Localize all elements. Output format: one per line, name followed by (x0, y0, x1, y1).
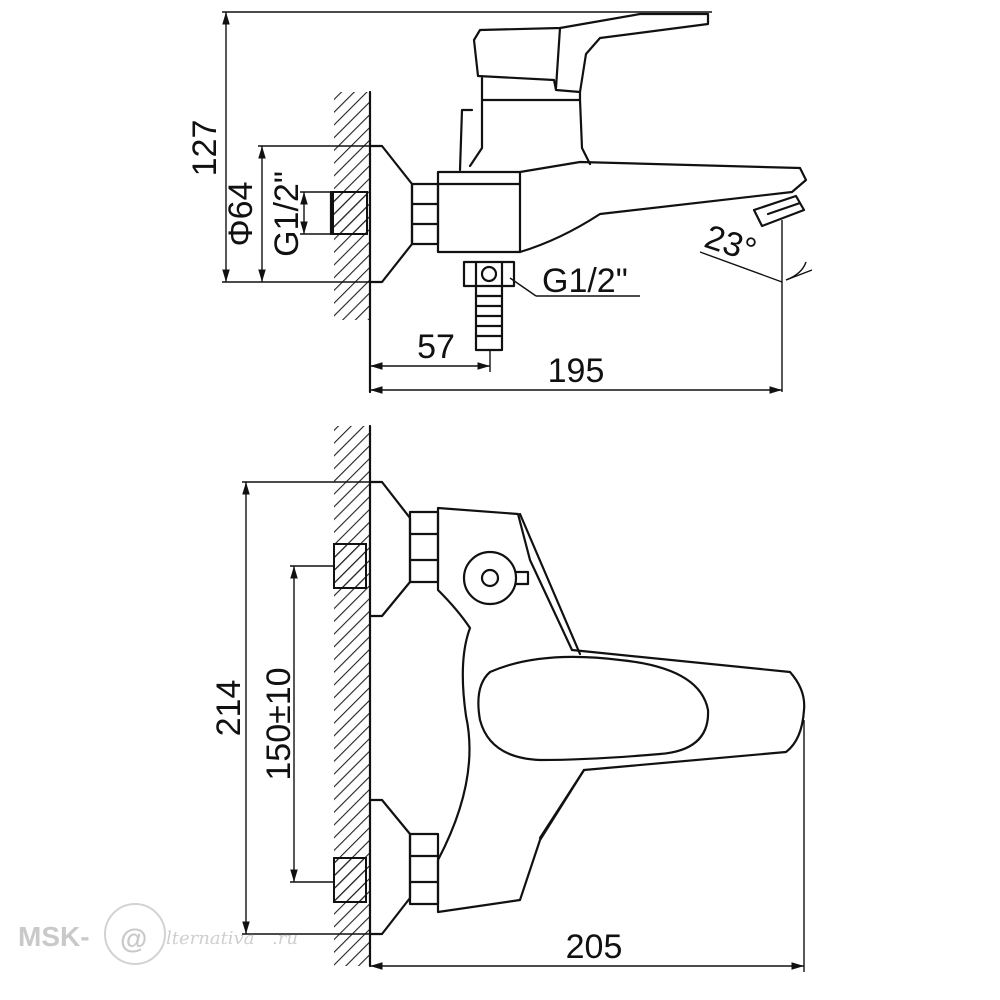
lower-flange (368, 798, 412, 936)
diverter-nut (462, 260, 516, 288)
diverter-knob (462, 550, 518, 606)
mixer-body-top (436, 506, 806, 914)
dim-214: 214 (210, 680, 248, 737)
lower-nut (408, 832, 440, 906)
handle-lever (472, 12, 710, 94)
upper-thread (333, 543, 367, 589)
handle-paddle (477, 655, 710, 762)
dim-thread-inlet: G1/2" (268, 171, 306, 257)
svg-text:.ru: .ru (272, 928, 298, 949)
svg-text:lternativa: lternativa (166, 928, 254, 949)
dim-195: 195 (548, 352, 605, 390)
dim-diam-64: Φ64 (222, 182, 260, 247)
dim-150: 150±10 (260, 667, 298, 780)
dim-57: 57 (417, 328, 455, 366)
upper-nut (408, 510, 440, 584)
svg-text:MSK-: MSK- (18, 921, 90, 952)
aerator (752, 194, 806, 228)
watermark-logo: MSK- @ lternativa .ru (18, 903, 298, 965)
cartridge-column (468, 98, 592, 168)
upper-flange (368, 480, 412, 618)
svg-text:@: @ (120, 923, 147, 954)
handle-top (518, 512, 586, 840)
mixer-body (436, 160, 808, 254)
hose-connector (474, 284, 504, 352)
threaded-inlet (332, 191, 368, 235)
dim-angle-23: 23° (700, 218, 761, 270)
inlet-nut (410, 182, 440, 246)
side-view: 127 Φ64 G1/2" G1/2" 23° 57 195 (186, 11, 813, 394)
dim-127: 127 (186, 120, 224, 177)
wall-flange (368, 144, 414, 284)
lower-thread (333, 857, 367, 903)
top-view: 214 150±10 205 (210, 424, 806, 972)
dim-thread-outlet: G1/2" (542, 262, 628, 300)
dim-205: 205 (566, 928, 623, 966)
